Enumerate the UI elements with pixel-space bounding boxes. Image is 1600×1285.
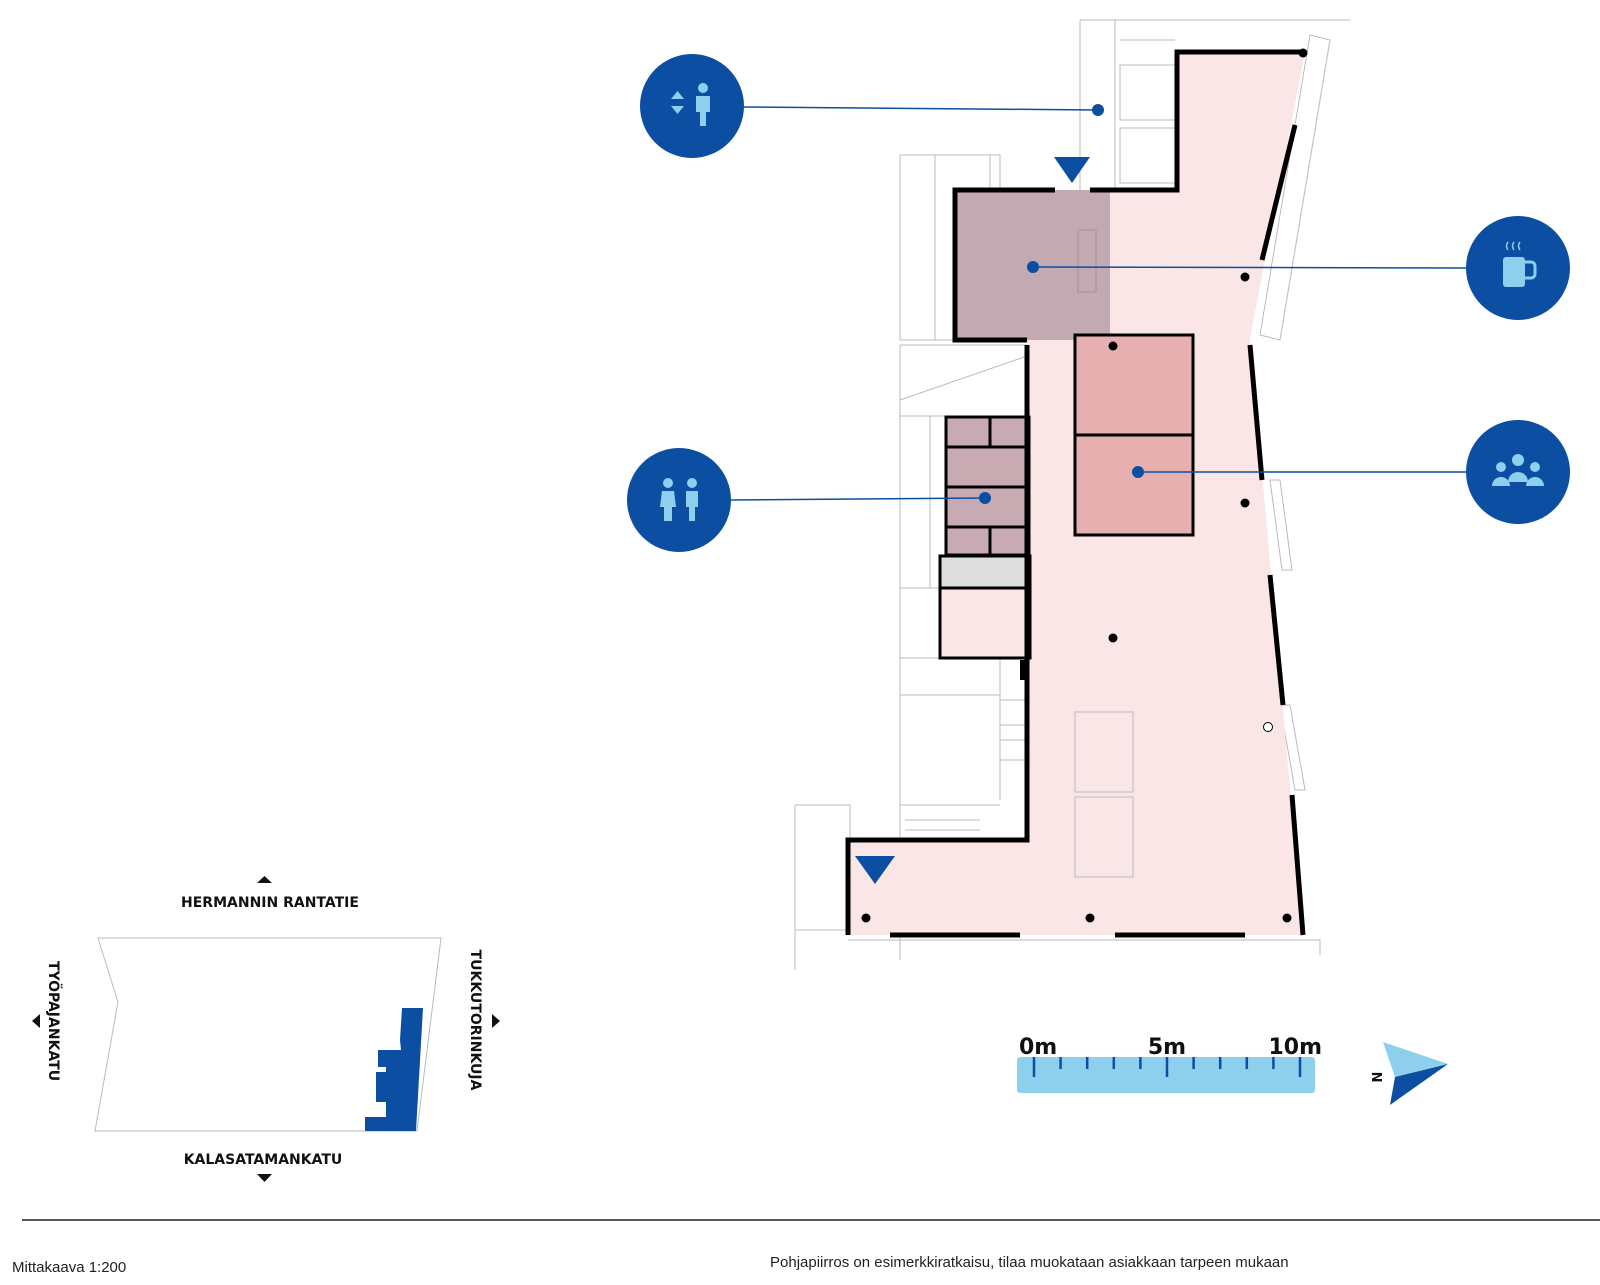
- group-people-icon[interactable]: [1466, 420, 1570, 524]
- key-map: HERMANNIN RANTATIE KALASATAMANKATU TYÖPA…: [32, 876, 500, 1182]
- leader-line: [743, 106, 1099, 111]
- scale-bar: 0m 5m 10m: [1017, 1035, 1322, 1093]
- column-hollow: [1263, 722, 1273, 732]
- street-west-label: TYÖPAJANKATU: [45, 961, 63, 1081]
- street-east-label: TUKKUTORINKUJA: [467, 950, 483, 1091]
- marker-dot: [979, 492, 991, 504]
- leader-line: [730, 497, 986, 501]
- scale-label-0: 0m: [1019, 1035, 1057, 1060]
- table: [1074, 796, 1134, 878]
- building-context: [794, 19, 1350, 970]
- leader-line: [1032, 266, 1467, 269]
- entrance-arrow-icon: [1054, 157, 1090, 183]
- small-room: [938, 586, 1032, 660]
- meeting-room-2: [1073, 433, 1195, 537]
- wall-pillar: [1020, 660, 1028, 680]
- arrow-south-icon: [257, 1174, 272, 1182]
- kitchen-counter: [1077, 229, 1097, 293]
- coffee-cup-icon[interactable]: [1466, 216, 1570, 320]
- marker-dot: [1027, 261, 1039, 273]
- storage-room: [938, 554, 1032, 590]
- meeting-room-1: [1073, 333, 1195, 437]
- columns: [861, 48, 1308, 923]
- arrow-east-icon: [492, 1014, 500, 1028]
- premises-location: [365, 1008, 423, 1131]
- marker-dot: [1132, 466, 1144, 478]
- scale-label-5: 5m: [1148, 1035, 1186, 1060]
- elevator-person-icon[interactable]: [640, 54, 744, 158]
- street-north-label: HERMANNIN RANTATIE: [181, 895, 359, 911]
- scale-label-10: 10m: [1268, 1035, 1322, 1060]
- toilet-people-icon[interactable]: [627, 448, 731, 552]
- table: [1074, 711, 1134, 793]
- disclaimer-text: Pohjapiirros on esimerkkiratkaisu, tilaa…: [770, 1254, 1289, 1271]
- north-arrow-icon: N: [1368, 1042, 1448, 1105]
- street-south-label: KALASATAMANKATU: [184, 1152, 343, 1168]
- toilet-block: [944, 415, 1031, 557]
- marker-dot: [1092, 104, 1104, 116]
- compass-north-label: N: [1368, 1072, 1383, 1083]
- walls: [845, 49, 1306, 938]
- entrance-arrow-icon: [855, 856, 895, 884]
- arrow-north-icon: [257, 876, 272, 883]
- arrow-west-icon: [32, 1014, 40, 1028]
- scale-text: Mittakaava 1:200: [12, 1259, 127, 1276]
